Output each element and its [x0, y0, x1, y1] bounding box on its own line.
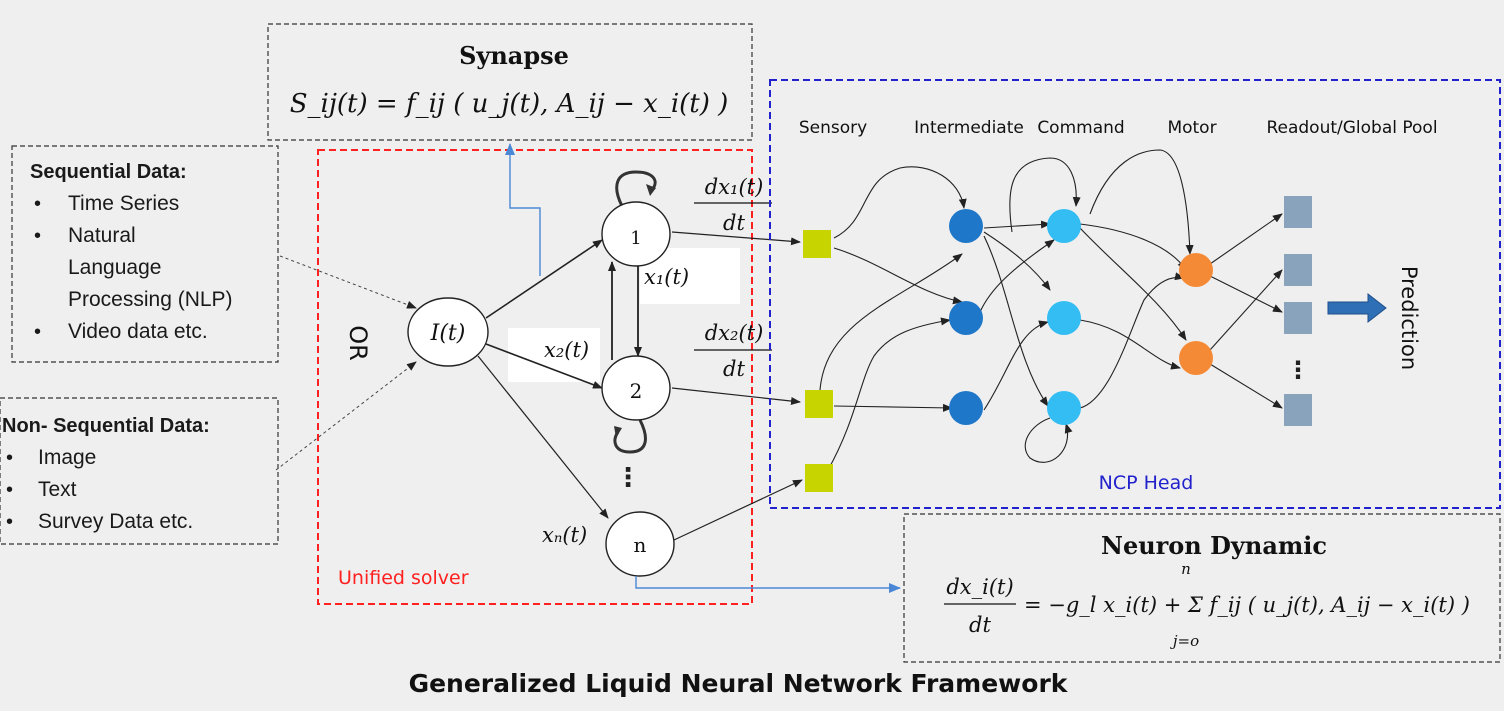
edge-2-to-sensory [671, 387, 801, 405]
or-label: OR [344, 325, 372, 361]
command-node [1047, 391, 1081, 425]
bullet-icon: • [6, 479, 13, 501]
prediction-label: Prediction [1397, 266, 1421, 370]
synapse-equation: S_ij(t) = f_ij ( u_j(t), A_ij − x_i(t) ) [290, 89, 729, 119]
loop-arrow-icon [614, 426, 622, 438]
intermediate-node [949, 301, 983, 335]
edge-n-to-sensory [673, 479, 803, 541]
synapse-title: Synapse [459, 41, 569, 70]
readout-node [1284, 302, 1312, 334]
non-sequential-item: Survey Data etc. [38, 510, 193, 533]
neurons-ellipsis: ⋮ [615, 463, 641, 493]
sensory-node [805, 390, 833, 418]
readout-node [1284, 394, 1312, 426]
layer-label-readout: Readout/Global Pool [1266, 118, 1437, 138]
dx1-denominator: dt [723, 211, 745, 235]
sequential-item: Language [68, 256, 161, 279]
sequential-item: Natural [68, 224, 136, 247]
loop-arrow-icon [646, 184, 656, 196]
sensory-node [805, 464, 833, 492]
intermediate-node [949, 209, 983, 243]
bullet-icon: • [34, 321, 41, 343]
bullet-icon: • [34, 225, 41, 247]
xn-label: xₙ(t) [542, 523, 587, 547]
neuron-node-label: 1 [630, 228, 641, 249]
unified-solver-box [317, 149, 753, 605]
dx1-numerator: dx₁(t) [705, 175, 764, 199]
synapse-link [505, 143, 541, 276]
non-sequential-data-box: Non- Sequential Data: • Image • Text • S… [0, 397, 279, 545]
ncp-connections [819, 149, 1283, 471]
unified-solver-label: Unified solver [338, 567, 469, 589]
command-node [1047, 209, 1081, 243]
sequential-item: Processing (NLP) [68, 288, 233, 311]
sequential-item: Video data etc. [68, 320, 208, 343]
sensory-node [803, 230, 831, 258]
edge-input-2 [485, 343, 603, 389]
motor-node [1179, 341, 1213, 375]
neuron-node-label: n [634, 533, 647, 557]
equation-lhs-denominator: dt [969, 613, 991, 637]
sequential-data-box: Sequential Data: • Time Series • Natural… [11, 145, 279, 363]
bullet-icon: • [34, 193, 41, 215]
x1-label: x₁(t) [644, 265, 689, 289]
neuron-node-label: 2 [630, 379, 643, 403]
equation-rhs: = −g_l x_i(t) + Σ f_ij ( u_j(t), A_ij − … [1024, 593, 1470, 617]
readout-node [1284, 196, 1312, 228]
neuron-dynamic-title: Neuron Dynamic [1101, 531, 1327, 560]
input-node [407, 297, 489, 367]
sum-upper-limit: n [1181, 560, 1191, 578]
bullet-icon: • [6, 447, 13, 469]
bullet-icon: • [6, 511, 13, 533]
sequential-item: Time Series [68, 192, 179, 215]
edge-1-to-sensory [671, 231, 801, 246]
sequential-connector [279, 255, 417, 309]
ncp-head-label: NCP Head [1099, 472, 1194, 494]
ncp-head-box [769, 79, 1501, 509]
non-sequential-item: Image [38, 446, 96, 469]
equation-lhs-numerator: dx_i(t) [946, 575, 1013, 599]
neuron-node-1 [601, 201, 671, 267]
edge-input-n [477, 355, 609, 519]
neuron-node-2 [601, 355, 671, 421]
label-background [508, 328, 600, 382]
prediction-arrow-icon [1327, 292, 1387, 324]
synapse-box: Synapse S_ij(t) = f_ij ( u_j(t), A_ij − … [267, 23, 753, 141]
command-node [1047, 301, 1081, 335]
neuron-dynamic-link [635, 576, 901, 593]
readout-ellipsis: ⋮ [1286, 356, 1310, 384]
layer-label-motor: Motor [1167, 118, 1216, 138]
sum-lower-limit: j=o [1170, 632, 1199, 650]
sequential-title: Sequential Data: [30, 161, 187, 183]
dx2-denominator: dt [723, 357, 745, 381]
motor-node [1179, 253, 1213, 287]
non-sequential-item: Text [38, 478, 77, 501]
layer-label-intermediate: Intermediate [914, 118, 1024, 138]
layer-label-command: Command [1037, 118, 1124, 138]
edge-input-1 [485, 239, 603, 319]
neuron-node-n [605, 511, 675, 577]
neuron-dynamic-box: Neuron Dynamic dx_i(t) dt n j=o = −g_l x… [903, 513, 1501, 663]
x2-label: x₂(t) [544, 338, 589, 362]
intermediate-node [949, 391, 983, 425]
figure-title: Generalized Liquid Neural Network Framew… [409, 669, 1069, 698]
input-node-label: I(t) [430, 321, 466, 346]
non-sequential-title: Non- Sequential Data: [2, 415, 210, 437]
readout-node [1284, 254, 1312, 286]
layer-label-sensory: Sensory [799, 118, 867, 138]
self-loop-1 [615, 170, 657, 207]
dx2-numerator: dx₂(t) [705, 321, 764, 345]
non-sequential-connector [275, 361, 417, 471]
self-loop-2 [613, 419, 647, 454]
